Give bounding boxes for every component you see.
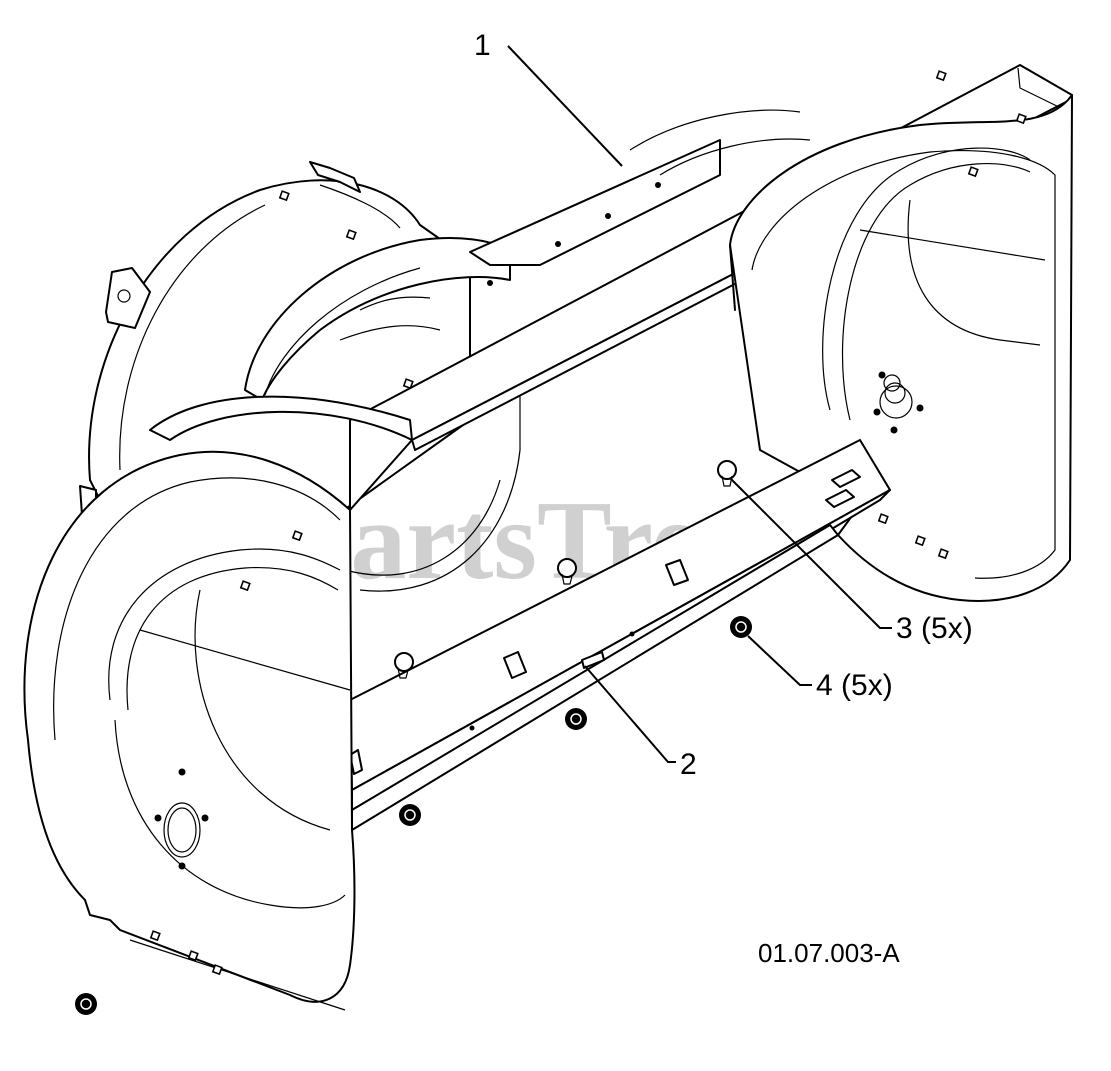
leader-4	[747, 635, 812, 686]
callout-1: 1	[474, 29, 491, 62]
carriage-bolt	[717, 460, 737, 487]
leader-1	[507, 45, 623, 167]
leader-lines	[507, 45, 892, 763]
drawing-reference: 01.07.003-A	[758, 938, 900, 968]
flange-nut	[75, 993, 97, 1015]
callouts: 1 2 3 (5x) 4 (5x)	[474, 29, 973, 781]
callout-3: 3 (5x)	[896, 612, 973, 645]
left-side-plate	[23, 450, 356, 1011]
mount-tab	[105, 267, 151, 329]
carriage-bolt	[557, 558, 577, 585]
top-bracket	[309, 161, 361, 193]
beam-plate	[469, 139, 721, 266]
flange-nuts	[75, 616, 752, 1015]
tab-hole	[117, 289, 131, 303]
callout-2: 2	[680, 748, 697, 781]
callout-4: 4 (5x)	[816, 669, 893, 702]
flange-nut	[730, 616, 752, 638]
leader-2	[584, 665, 676, 763]
carriage-bolt	[394, 652, 414, 679]
flange-nut	[565, 708, 587, 730]
leader-3	[729, 477, 892, 629]
flange-nut	[399, 804, 421, 826]
